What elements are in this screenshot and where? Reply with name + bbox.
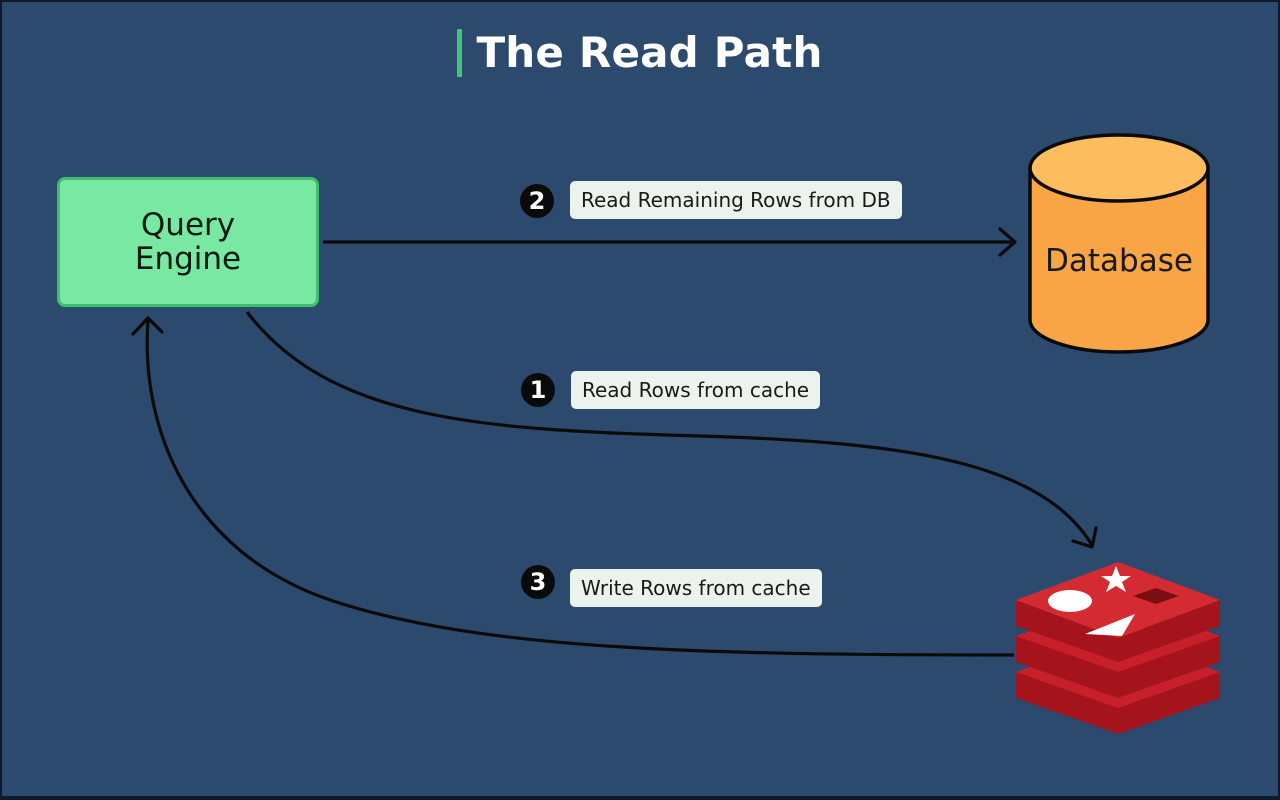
page-title: The Read Path xyxy=(476,28,823,77)
step-3-badge: 3 xyxy=(521,565,555,599)
query-engine-label-line2: Engine xyxy=(134,241,242,277)
arrow-to-database-head xyxy=(998,227,1017,257)
title-accent-bar xyxy=(457,28,463,77)
arrow-to-query-engine xyxy=(145,319,1015,657)
query-engine-label-line1: Query xyxy=(140,207,236,243)
redis-cache-icon xyxy=(1016,562,1220,734)
arrow-to-cache-head xyxy=(1071,526,1098,549)
arrow-to-query-engine-head xyxy=(131,316,164,336)
step-2-label: Read Remaining Rows from DB xyxy=(570,181,902,219)
arrow-to-cache xyxy=(245,311,1094,546)
database-cylinder-icon xyxy=(1028,133,1210,354)
step-3-label: Write Rows from cache xyxy=(570,569,822,607)
step-1-label: Read Rows from cache xyxy=(571,371,821,409)
step-1-badge: 1 xyxy=(521,373,555,407)
database-label: Database xyxy=(1045,243,1193,279)
query-engine-node: Query Engine xyxy=(57,177,319,307)
title-group: The Read Path xyxy=(0,28,1280,77)
step-2-badge: 2 xyxy=(520,184,554,218)
